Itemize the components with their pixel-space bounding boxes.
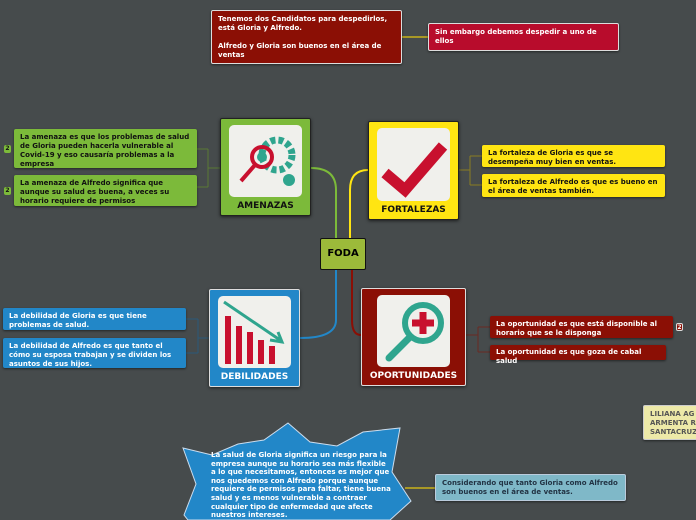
star-burst-shape: [182, 422, 412, 520]
foda-center-node[interactable]: FODA: [320, 238, 366, 270]
conclusion-node[interactable]: La salud de Gloria significa un riesgo p…: [211, 451, 391, 520]
followup-node[interactable]: Sin embargo debemos despedir a uno de el…: [428, 23, 619, 51]
intro-node[interactable]: Tenemos dos Candidatos para despedirlos,…: [211, 10, 402, 64]
checkmark-icon: [377, 128, 450, 201]
collapsed-count-badge[interactable]: 2: [676, 323, 683, 331]
magnifier-gear-icon: [229, 125, 302, 197]
author-note[interactable]: LILIANA AG ARMENTA R SANTACRUZ: [643, 405, 696, 440]
amenaza-item-1[interactable]: La amenaza es que los problemas de salud…: [14, 129, 197, 168]
debilidades-node[interactable]: DEBILIDADES: [209, 289, 300, 387]
debilidad-item-1[interactable]: La debilidad de Gloria es que tiene prob…: [3, 308, 186, 330]
amenaza-item-2[interactable]: La amenaza de Alfredo significa que aunq…: [14, 175, 197, 206]
declining-chart-icon: [218, 296, 291, 368]
amenazas-label: AMENAZAS: [237, 201, 294, 211]
fortalezas-node[interactable]: FORTALEZAS: [368, 121, 459, 220]
magnifier-plus-icon: [377, 295, 450, 367]
oportunidades-node[interactable]: OPORTUNIDADES: [361, 288, 466, 386]
debilidad-item-2[interactable]: La debilidad de Alfredo es que tanto el …: [3, 338, 186, 368]
debilidades-label: DEBILIDADES: [220, 372, 289, 382]
fortaleza-item-2[interactable]: La fortaleza de Alfredo es que es bueno …: [482, 174, 665, 197]
amenazas-node[interactable]: AMENAZAS: [220, 118, 311, 216]
intro-text-2: Alfredo y Gloria son buenos en el área d…: [218, 42, 382, 59]
oportunidad-item-2[interactable]: La oportunidad es que goza de cabal salu…: [490, 345, 666, 365]
fortalezas-label: FORTALEZAS: [381, 205, 446, 215]
oportunidad-item-1[interactable]: La oportunidad es que está disponible al…: [490, 316, 673, 338]
collapsed-count-badge[interactable]: 2: [4, 187, 11, 195]
fortaleza-item-1[interactable]: La fortaleza de Gloria es que se desempe…: [482, 145, 665, 167]
intro-text-1: Tenemos dos Candidatos para despedirlos,…: [218, 15, 388, 32]
oportunidades-label: OPORTUNIDADES: [369, 371, 458, 381]
collapsed-count-badge[interactable]: 2: [4, 145, 11, 153]
conclusion-note[interactable]: Considerando que tanto Gloria como Alfre…: [435, 474, 626, 501]
